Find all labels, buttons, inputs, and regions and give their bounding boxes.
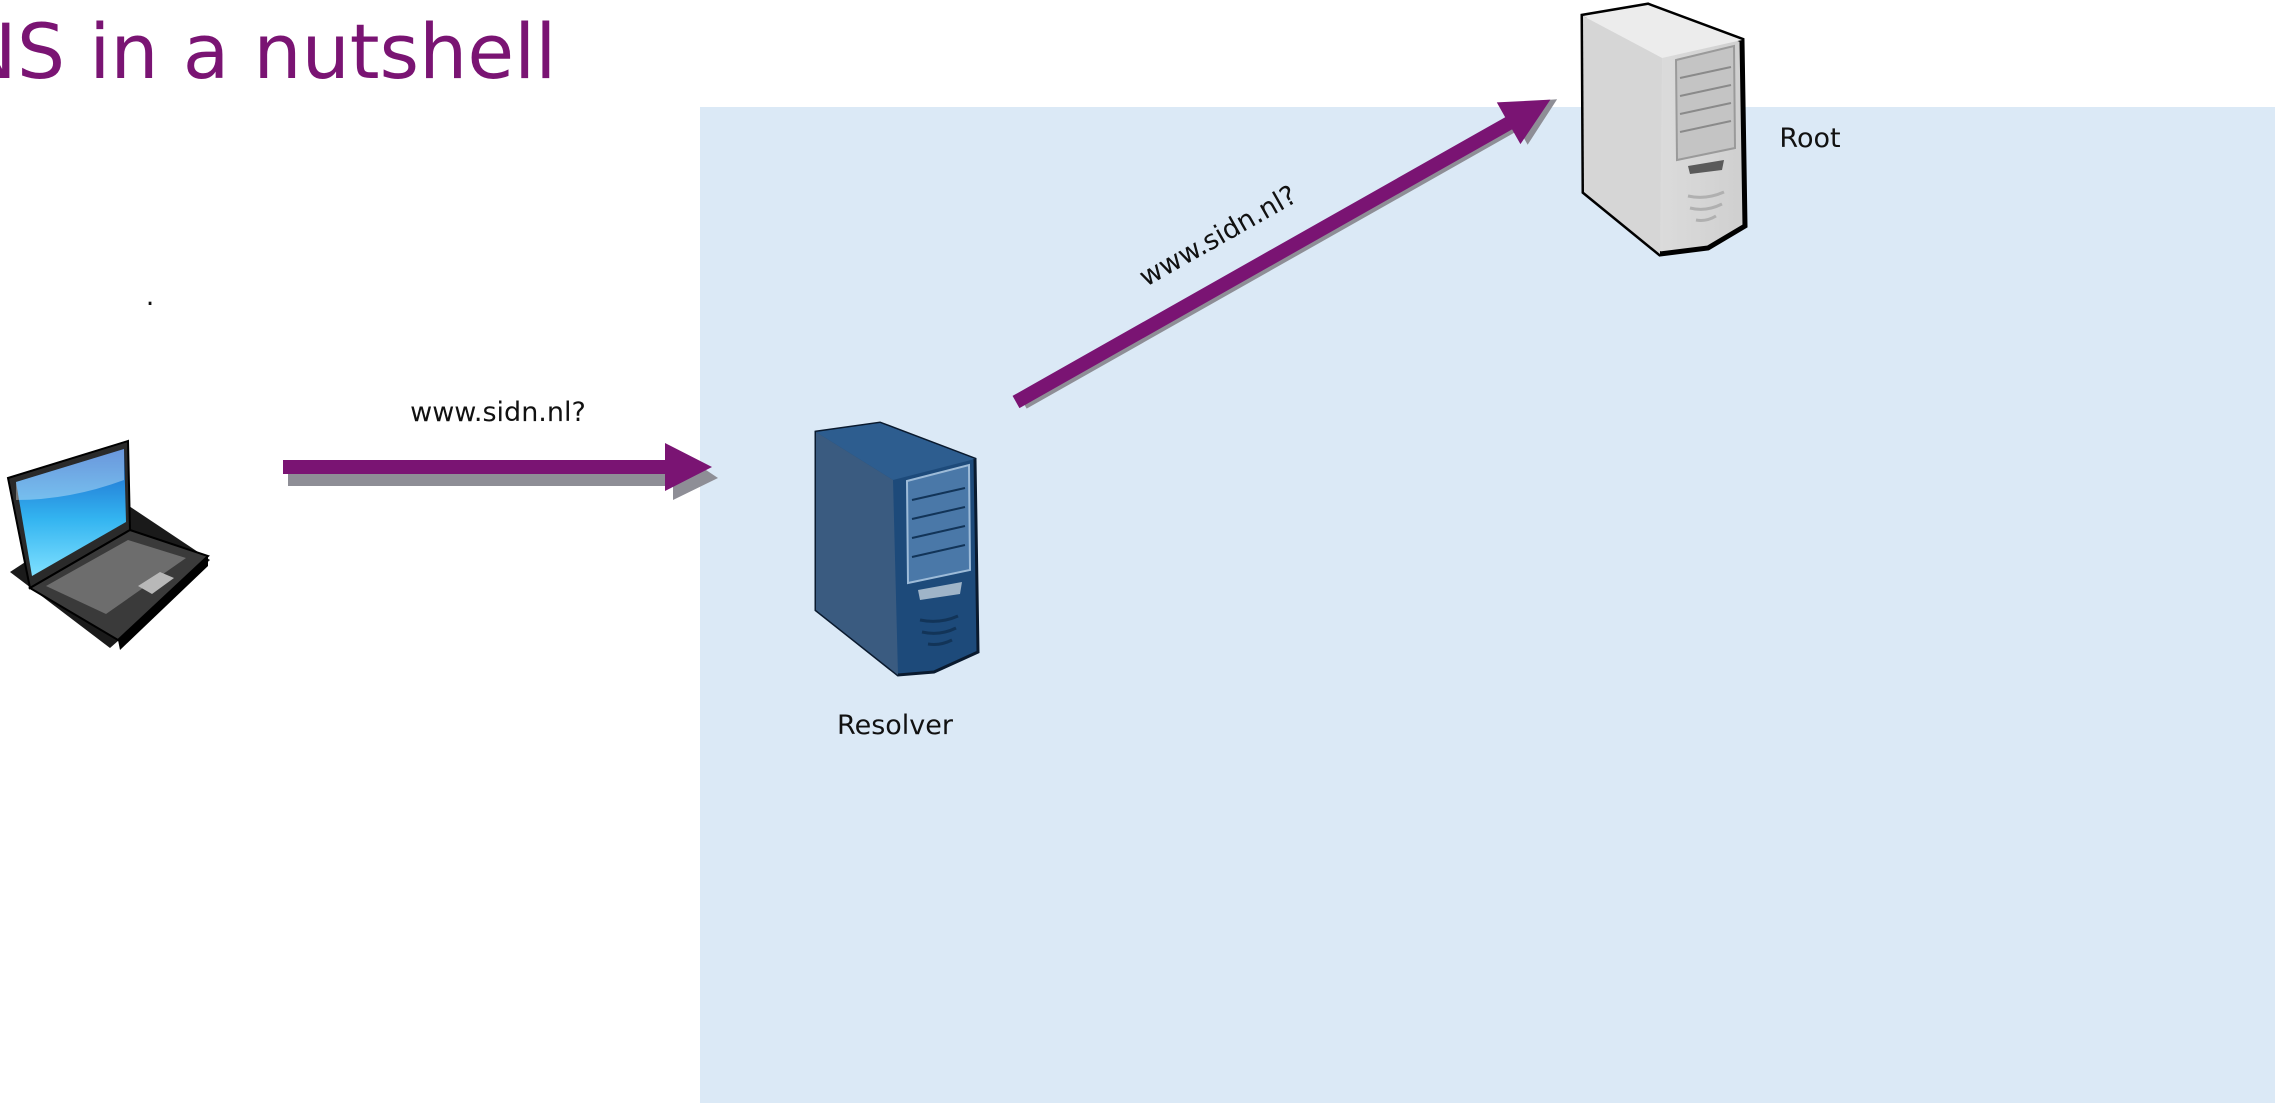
root-label: Root [1779, 123, 1840, 154]
slide-title: NS in a nutshell [0, 7, 557, 96]
root-server-icon [1580, 2, 1748, 257]
query-arrow-resolver-to-root [1012, 99, 1558, 409]
resolver-server-icon [814, 421, 980, 677]
laptop-icon [6, 439, 210, 650]
arrow-label-client-to-resolver: www.sidn.nl? [410, 397, 586, 428]
query-arrow-client-to-resolver [283, 443, 718, 500]
resolver-label: Resolver [837, 710, 954, 741]
bullet: . [146, 281, 155, 312]
